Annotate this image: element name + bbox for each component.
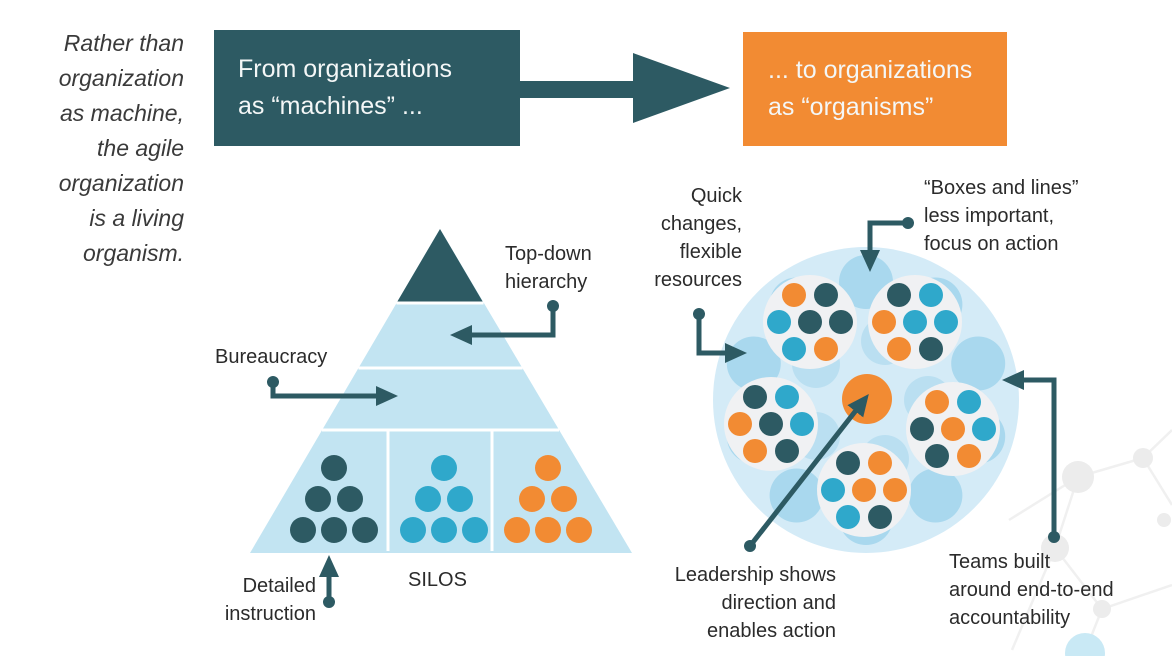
team-member-dot [919,283,943,307]
network-node [1157,513,1171,527]
pyramid-cap [396,229,484,303]
network-node-cyan [1065,633,1105,656]
silo-dot [415,486,441,512]
team-member-dot [728,412,752,436]
team-clusters [724,275,1000,537]
teams-arrow [1002,370,1060,543]
team-member-dot [829,310,853,334]
silo-dot [290,517,316,543]
silo-dot [337,486,363,512]
network-decoration [1008,429,1172,656]
team-member-dot [775,385,799,409]
silo-dot [462,517,488,543]
to-organisms-label: ... to organizations as “organisms” [768,56,973,121]
team-member-dot [852,478,876,502]
from-machines-label: From organizations as “machines” ... [238,55,452,120]
team-member-dot [925,444,949,468]
team-member-dot [743,439,767,463]
team-member-dot [759,412,783,436]
silo-dot [447,486,473,512]
topdown-arrow [450,300,559,345]
bureaucracy-arrow [267,376,398,406]
top-down-hierarchy-label: Top-down hierarchy [505,243,592,293]
team-member-dot [782,283,806,307]
team-member-dot [814,283,838,307]
team-member-dot [887,337,911,361]
team-member-dot [957,390,981,414]
silo-dot [400,517,426,543]
silo-dot [566,517,592,543]
teams-label: Teams built around end-to-end accountabi… [949,551,1114,629]
silo-dot [321,455,347,481]
organism-diagram [713,247,1019,553]
bureaucracy-label: Bureaucracy [215,346,328,368]
silo-dot [535,455,561,481]
team-member-dot [790,412,814,436]
team-member-dot [934,310,958,334]
team-member-dot [883,478,907,502]
transition-arrow-icon [520,53,730,123]
to-organisms-banner: ... to organizations as “organisms” [743,32,1007,146]
team-member-dot [767,310,791,334]
leadership-arrow [744,393,869,552]
silo-dot-clusters [290,455,592,543]
quick-changes-arrow [693,308,747,363]
leadership-label: Leadership shows direction and enables a… [674,564,836,642]
silos-label: SILOS [408,569,467,591]
team-member-dot [743,385,767,409]
pyramid-diagram [250,229,632,553]
silo-dot [352,517,378,543]
team-member-dot [941,417,965,441]
team-member-dot [910,417,934,441]
team-member-dot [872,310,896,334]
from-machines-banner: From organizations as “machines” ... [214,30,520,146]
team-member-dot [814,337,838,361]
silo-dot [551,486,577,512]
pyramid-level-lines [322,301,559,551]
intro-quote: Rather than organization as machine, the… [58,30,184,266]
team-member-dot [868,451,892,475]
silo-dot [321,517,347,543]
team-member-dot [868,505,892,529]
network-node [1133,448,1153,468]
boxes-lines-arrow [860,217,914,272]
detailed-instruction-arrow [319,555,339,608]
silo-dot [305,486,331,512]
team-member-dot [957,444,981,468]
connector-arrows [267,217,1060,608]
quick-changes-label: Quick changes, flexible resources [654,185,742,291]
team-member-dot [798,310,822,334]
silo-dot [519,486,545,512]
silo-dot [431,517,457,543]
silo-dot [431,455,457,481]
network-node [1093,600,1111,618]
silo-dot [504,517,530,543]
team-member-dot [887,283,911,307]
team-member-dot [919,337,943,361]
team-member-dot [903,310,927,334]
network-node [1062,461,1094,493]
team-member-dot [972,417,996,441]
team-member-dot [925,390,949,414]
team-member-dot [821,478,845,502]
team-member-dot [836,451,860,475]
detailed-instruction-label: Detailed instruction [224,575,316,625]
team-member-dot [836,505,860,529]
team-member-dot [782,337,806,361]
network-node [1041,534,1069,562]
team-member-dot [775,439,799,463]
boxes-and-lines-label: “Boxes and lines” less important, focus … [924,177,1079,255]
silo-dot [535,517,561,543]
